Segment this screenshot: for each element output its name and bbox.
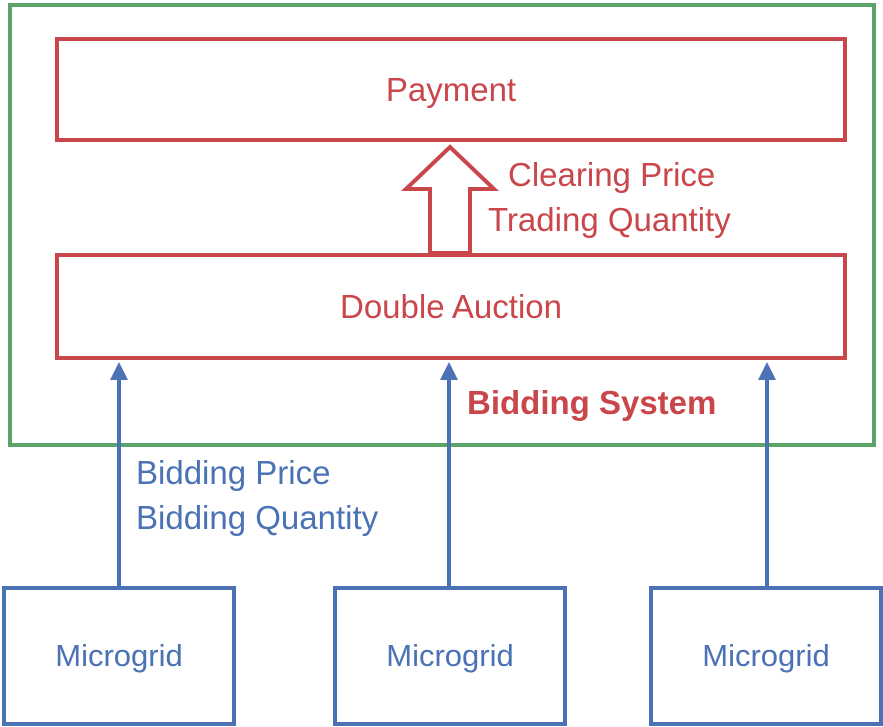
bidding-system-frame <box>8 3 876 447</box>
microgrid-label: Microgrid <box>55 638 183 673</box>
bid-arrow-left-icon <box>110 362 128 586</box>
microgrid-label: Microgrid <box>386 638 514 673</box>
bid-arrow-right-icon <box>758 362 776 586</box>
microgrid-box-1: Microgrid <box>2 586 236 726</box>
double-auction-label: Double Auction <box>340 287 562 325</box>
clearing-price-label: Clearing Price <box>508 156 716 193</box>
microgrid-label: Microgrid <box>702 638 830 673</box>
bidding-system-label: Bidding System <box>467 384 717 421</box>
trading-quantity-label: Trading Quantity <box>488 201 731 238</box>
bidding-quantity-label: Bidding Quantity <box>136 499 379 536</box>
bidding-price-label: Bidding Price <box>136 454 331 491</box>
microgrid-box-2: Microgrid <box>333 586 567 726</box>
clearing-arrow-icon <box>401 144 499 255</box>
microgrid-box-3: Microgrid <box>649 586 883 726</box>
payment-label: Payment <box>385 70 517 108</box>
bid-arrow-middle-icon <box>440 362 458 586</box>
payment-box: Payment <box>55 37 847 142</box>
